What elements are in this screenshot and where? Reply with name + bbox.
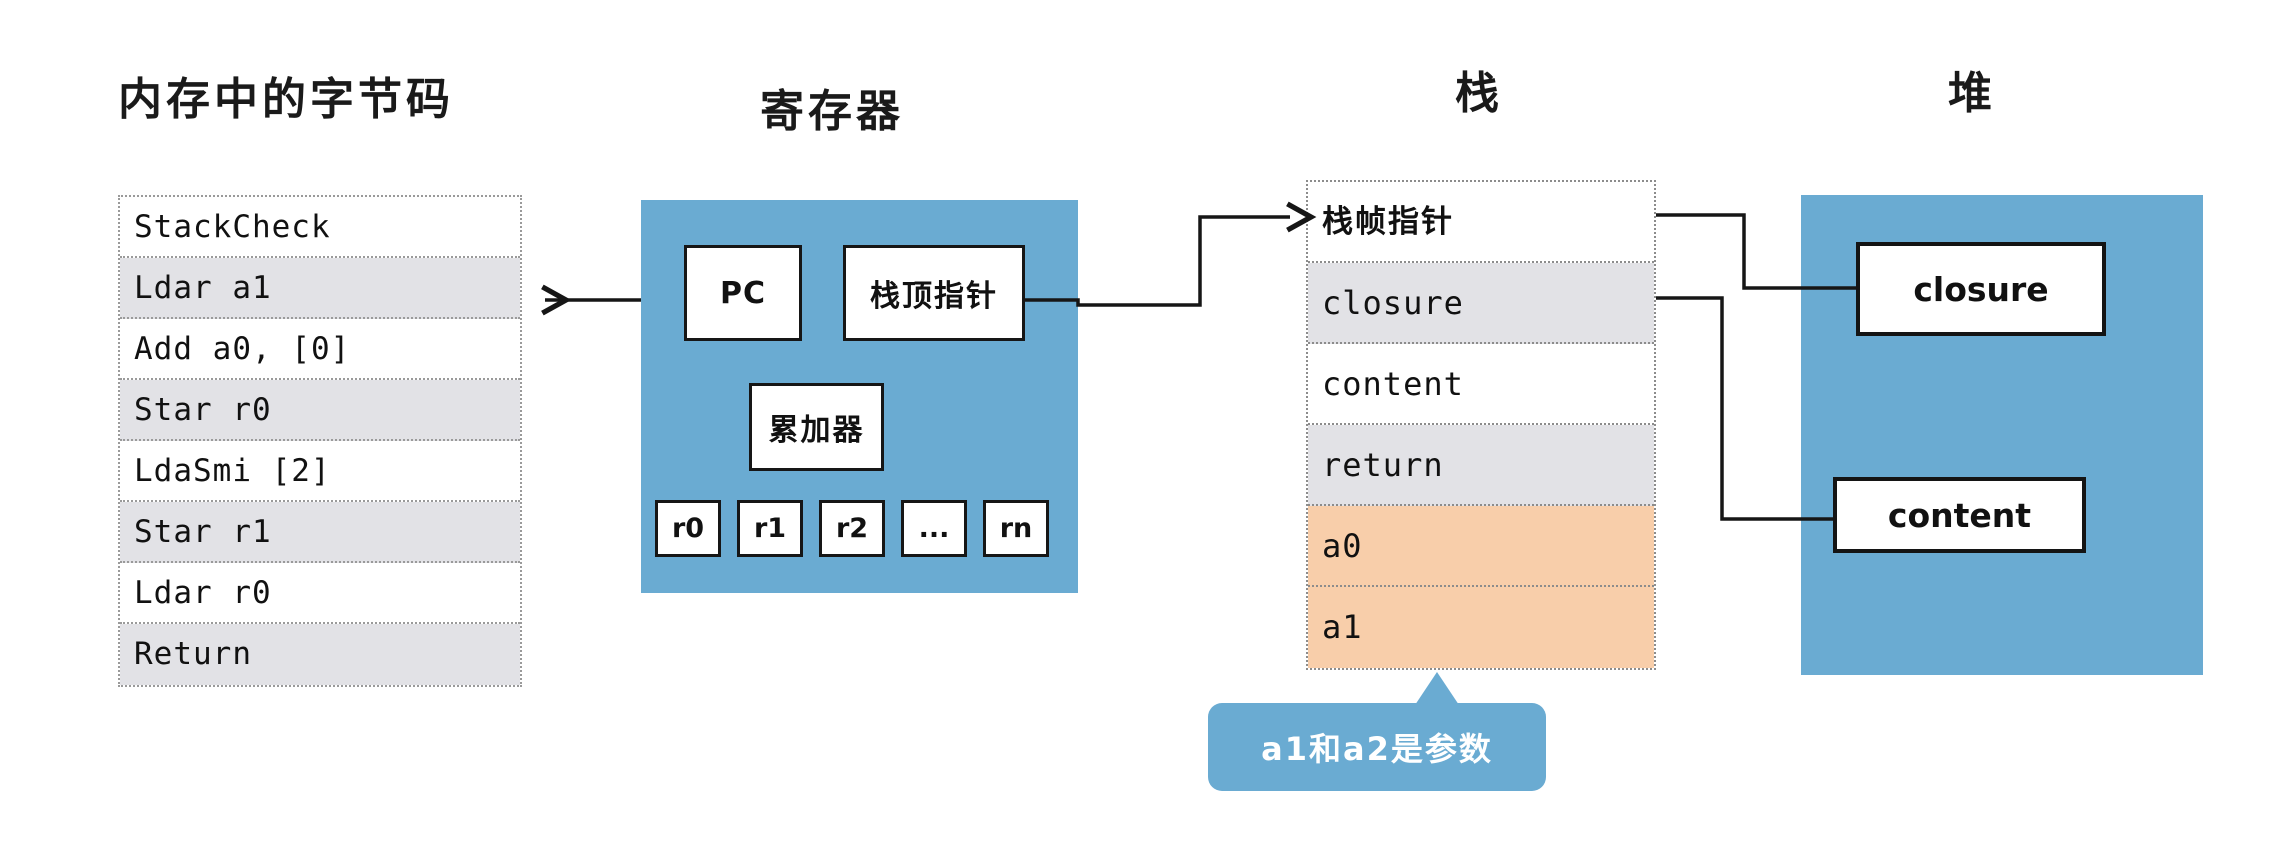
bytecode-list: StackCheck Ldar a1 Add a0, [0] Star r0 L… [118, 195, 522, 687]
bytecode-row[interactable]: Ldar r0 [120, 563, 520, 624]
arguments-callout-label: a1和a2是参数 [1261, 730, 1493, 768]
register-accumulator-box[interactable]: 累加器 [749, 383, 884, 471]
stack-row-frame-pointer[interactable]: 栈帧指针 [1308, 182, 1654, 263]
heap-panel: closure content [1801, 195, 2203, 675]
bytecode-row[interactable]: Add a0, [0] [120, 319, 520, 380]
bytecode-row[interactable]: LdaSmi [2] [120, 441, 520, 502]
bytecode-row[interactable]: Ldar a1 [120, 258, 520, 319]
heap-section-title: 堆 [1948, 68, 1996, 119]
stack-row-closure[interactable]: closure [1308, 263, 1654, 344]
heap-closure-box[interactable]: closure [1856, 242, 2106, 336]
register-section-title: 寄存器 [760, 86, 904, 137]
register-pc-box[interactable]: PC [684, 245, 802, 341]
callout-tail-icon [1413, 672, 1461, 708]
stack-row-a0[interactable]: a0 [1308, 506, 1654, 587]
stack-frame-list: 栈帧指针 closure content return a0 a1 [1306, 180, 1656, 670]
register-slot-r1[interactable]: r1 [737, 500, 803, 557]
bytecode-row[interactable]: StackCheck [120, 197, 520, 258]
stack-section-title: 栈 [1455, 68, 1503, 119]
register-slot-r0[interactable]: r0 [655, 500, 721, 557]
bytecode-row[interactable]: Star r0 [120, 380, 520, 441]
bytecode-row[interactable]: Star r1 [120, 502, 520, 563]
stack-row-a1[interactable]: a1 [1308, 587, 1654, 668]
arguments-callout: a1和a2是参数 [1208, 703, 1546, 791]
register-slot-r2[interactable]: r2 [819, 500, 885, 557]
stack-row-content[interactable]: content [1308, 344, 1654, 425]
heap-content-box[interactable]: content [1833, 477, 2086, 553]
bytecode-section-title: 内存中的字节码 [118, 74, 454, 125]
register-panel: PC 栈顶指针 累加器 r0 r1 r2 ... rn [641, 200, 1078, 593]
bytecode-row[interactable]: Return [120, 624, 520, 685]
register-slot-rn[interactable]: rn [983, 500, 1049, 557]
register-stack-top-pointer-box[interactable]: 栈顶指针 [843, 245, 1025, 341]
stack-row-return[interactable]: return [1308, 425, 1654, 506]
register-slot-ellipsis[interactable]: ... [901, 500, 967, 557]
